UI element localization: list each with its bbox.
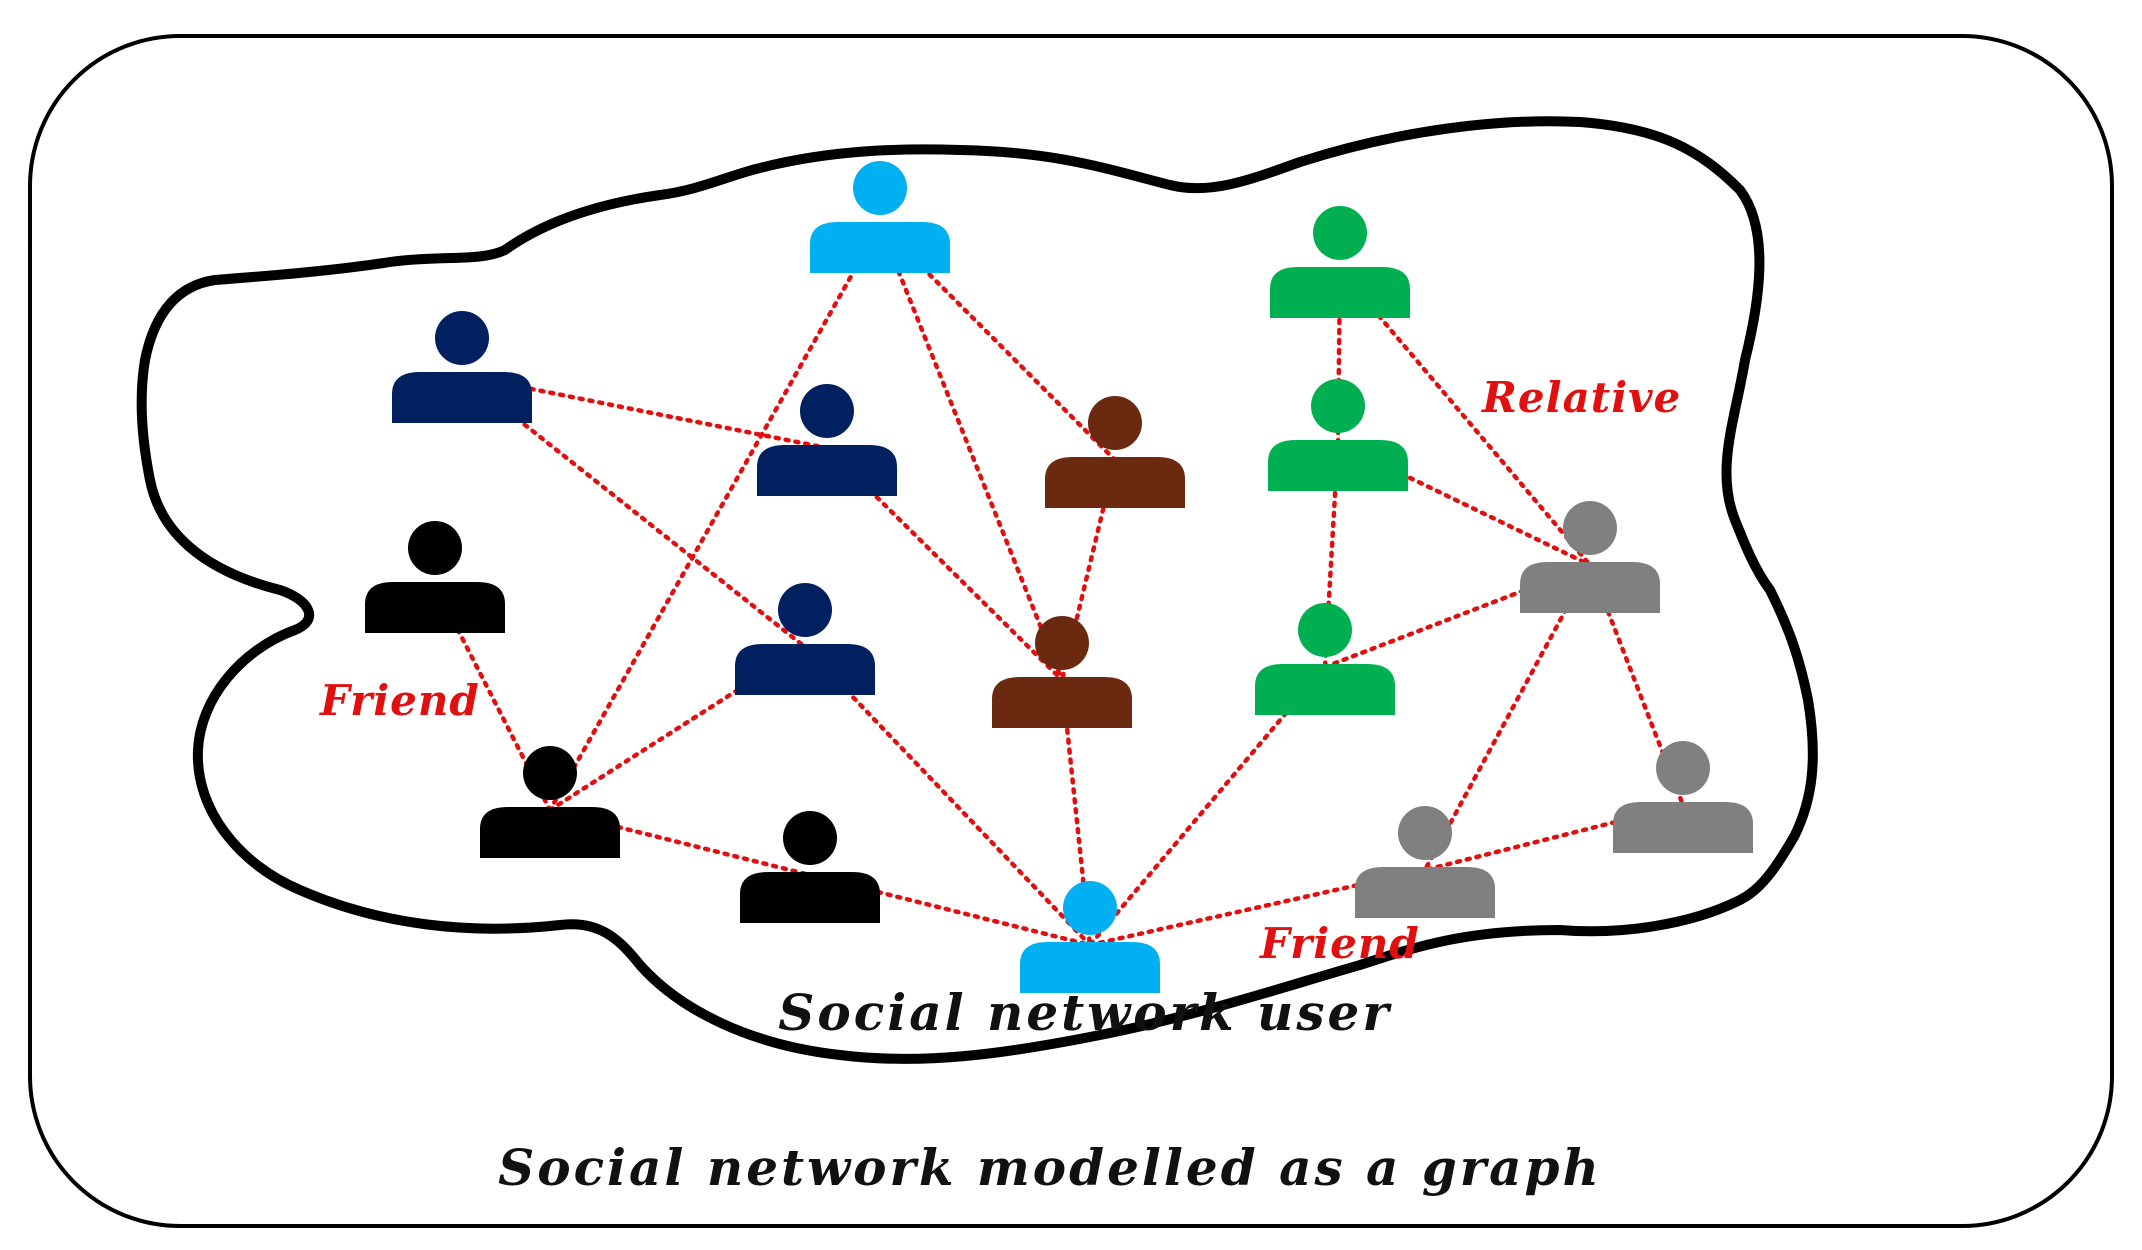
user-icon [1020, 881, 1160, 993]
edge-gray-3-cyan-bottom [1087, 867, 1428, 948]
user-icon [480, 746, 620, 858]
user-body [992, 677, 1132, 728]
user-head [1311, 379, 1365, 433]
user-head [1398, 806, 1452, 860]
user-head [853, 161, 907, 215]
edge-label-friend-bottom: Friend [1259, 919, 1420, 968]
user-body [1255, 664, 1395, 715]
edge-gray-1-gray-3 [1422, 562, 1593, 873]
edge-green-2-green-3 [1322, 440, 1341, 670]
user-icon [365, 521, 505, 633]
user-icon [1268, 379, 1408, 491]
user-body [1613, 802, 1753, 853]
edge-green-2-gray-1 [1335, 440, 1593, 568]
user-icon [1270, 206, 1410, 318]
edge-label-friend-left: Friend [319, 676, 480, 725]
edge-green-1-gray-1 [1337, 267, 1593, 568]
user-body [810, 222, 950, 273]
social-network-user-label: Social network user [778, 983, 1392, 1042]
user-icon [992, 616, 1132, 728]
user-head [800, 384, 854, 438]
edge-navy-3-cyan-bottom [802, 644, 1093, 948]
user-body [740, 872, 880, 923]
user-icon [1045, 396, 1185, 508]
user-head [1298, 603, 1352, 657]
user-icon [735, 583, 875, 695]
user-body [1020, 942, 1160, 993]
user-icon [1355, 806, 1495, 918]
user-icon [810, 161, 950, 273]
user-body [1045, 457, 1185, 508]
user-icon [1255, 603, 1395, 715]
edge-cyan-top-brown-2 [877, 222, 1065, 683]
diagram-caption: Social network modelled as a graph [498, 1138, 1602, 1197]
user-body [480, 807, 620, 858]
user-body [1355, 867, 1495, 918]
user-head [783, 811, 837, 865]
user-body [365, 582, 505, 633]
user-icon [757, 384, 897, 496]
user-body [735, 644, 875, 695]
user-body [1520, 562, 1660, 613]
user-head [1088, 396, 1142, 450]
user-head [523, 746, 577, 800]
user-body [392, 372, 532, 423]
user-head [1063, 881, 1117, 935]
user-body [1270, 267, 1410, 318]
nodes-layer [365, 161, 1753, 993]
user-icon [392, 311, 532, 423]
user-head [778, 583, 832, 637]
user-head [1035, 616, 1089, 670]
user-icon [1613, 741, 1753, 853]
user-head [435, 311, 489, 365]
edge-cyan-top-black-2 [547, 222, 883, 813]
edge-green-3-gray-1 [1322, 562, 1593, 670]
user-head [1656, 741, 1710, 795]
user-icon [740, 811, 880, 923]
user-body [1268, 440, 1408, 491]
user-body [757, 445, 897, 496]
user-head [1313, 206, 1367, 260]
user-head [408, 521, 462, 575]
user-head [1563, 501, 1617, 555]
edge-label-relative: Relative [1481, 373, 1681, 422]
user-icon [1520, 501, 1660, 613]
